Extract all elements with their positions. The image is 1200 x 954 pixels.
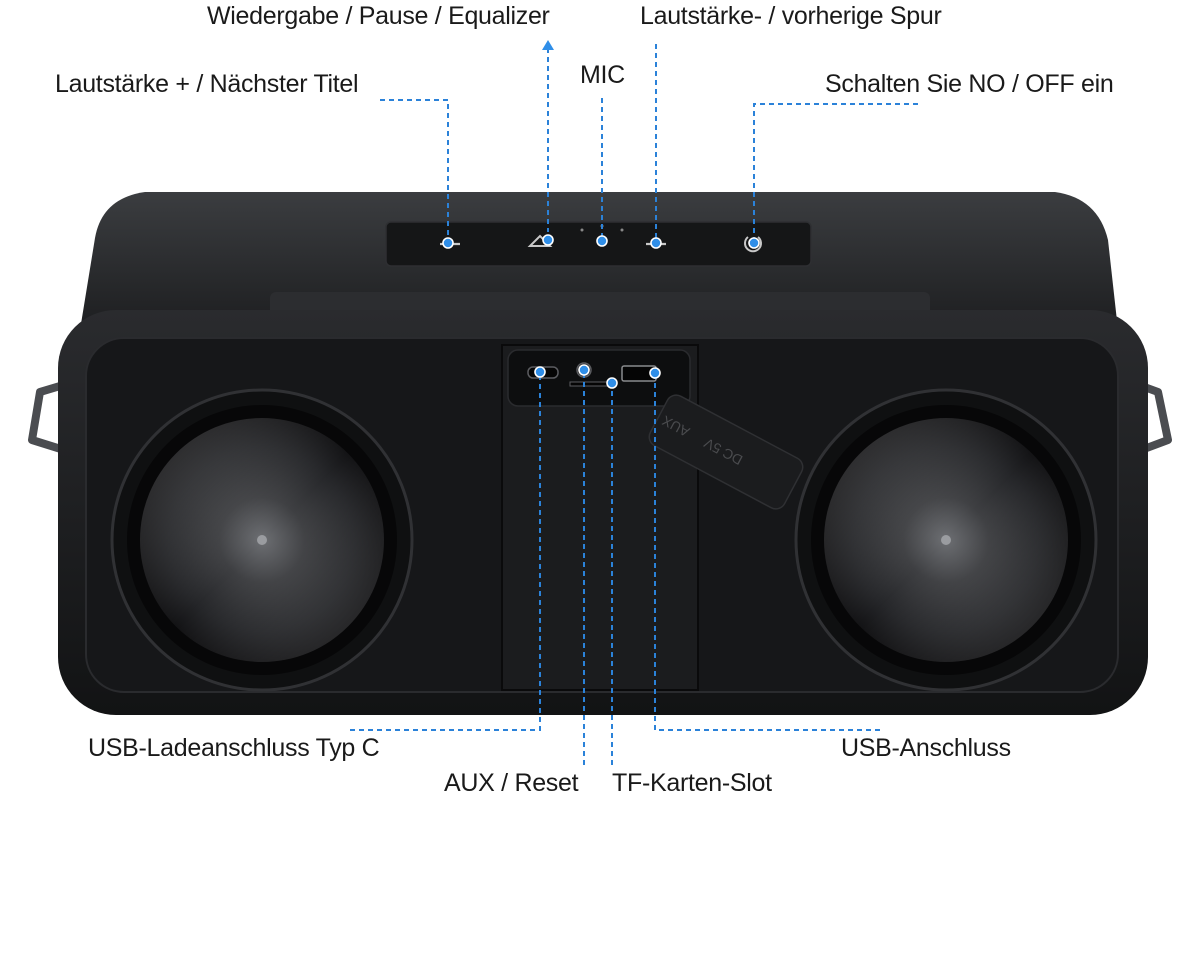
marker-power (748, 237, 760, 249)
port-recess (507, 349, 691, 407)
label-play-pause-eq: Wiedergabe / Pause / Equalizer (207, 2, 550, 30)
label-usb-c: USB-Ladeanschluss Typ C (88, 734, 380, 762)
leader-vol-up (380, 99, 449, 240)
left-speaker-driver (110, 388, 414, 692)
label-mic: MIC (580, 61, 625, 89)
label-vol-up-next: Lautstärke + / Nächster Titel (55, 70, 359, 98)
label-aux-reset: AUX / Reset (444, 769, 579, 797)
leader-usb-a (654, 374, 880, 731)
leader-power (753, 103, 918, 240)
marker-play (542, 234, 554, 246)
leader-usb-c (350, 376, 541, 731)
port-cover: DC 5V AUX (648, 394, 804, 510)
marker-usb-a (649, 367, 661, 379)
marker-vol-up (442, 237, 454, 249)
marker-vol-down (650, 237, 662, 249)
label-usb-port: USB-Anschluss (841, 734, 1011, 762)
marker-usb-c (534, 366, 546, 378)
label-tf-slot: TF-Karten-Slot (612, 769, 772, 797)
arrow-play (542, 40, 554, 50)
marker-aux (578, 364, 590, 376)
marker-tf (606, 377, 618, 389)
label-vol-down-prev: Lautstärke- / vorherige Spur (640, 2, 942, 30)
marker-mic (596, 235, 608, 247)
right-speaker-driver (794, 388, 1098, 692)
label-power: Schalten Sie NO / OFF ein (825, 70, 1114, 98)
power-icon[interactable] (744, 236, 762, 253)
